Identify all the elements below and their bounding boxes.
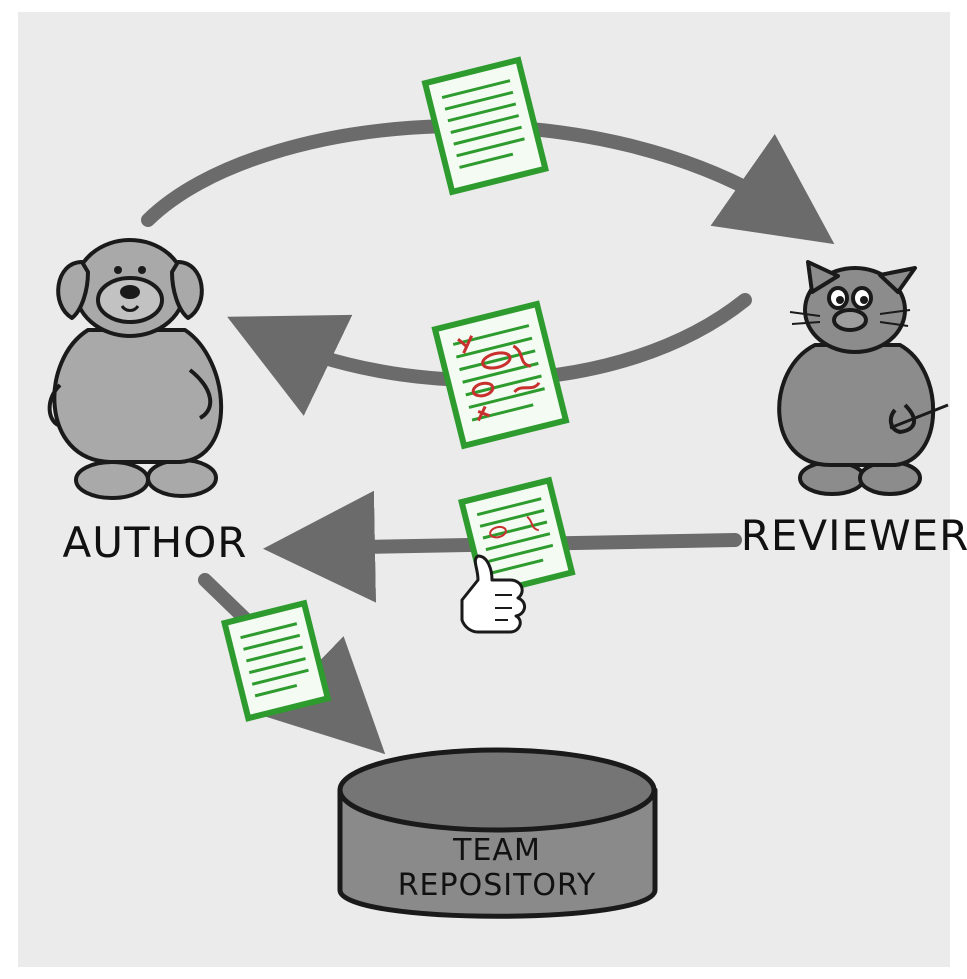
dog-icon <box>47 238 224 500</box>
clean-document-icon <box>220 599 332 722</box>
cat-icon <box>777 260 949 496</box>
review-marks <box>457 335 541 422</box>
reviewer-label: REVIEWER <box>741 511 967 560</box>
marked-up-document-icon <box>431 300 570 450</box>
database-icon <box>337 747 658 919</box>
repository-label-line1: TEAM <box>452 833 541 868</box>
thumbs-up-icon <box>460 554 526 634</box>
author-label: AUTHOR <box>63 518 248 567</box>
clean-document-icon <box>421 56 550 196</box>
repository-label-line2: REPOSITORY <box>398 868 597 903</box>
